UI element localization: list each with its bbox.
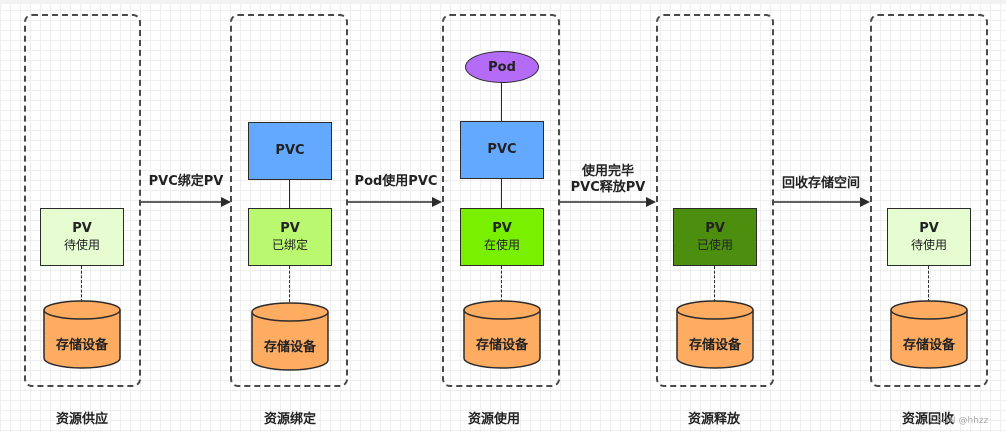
connector-line bbox=[928, 266, 929, 302]
arrow-bind bbox=[141, 197, 231, 207]
stage-reclaim-panel bbox=[870, 14, 988, 387]
connector-line bbox=[714, 266, 715, 302]
pv-status: 已绑定 bbox=[271, 238, 308, 252]
arrow-label-release-line1: 使用完毕 bbox=[581, 164, 634, 179]
pv-label: PV bbox=[72, 221, 92, 236]
arrow-release bbox=[560, 197, 656, 207]
connector-line bbox=[501, 266, 502, 302]
storage-device-cylinder: 存储设备 bbox=[43, 300, 121, 370]
pv-status: 已使用 bbox=[696, 238, 733, 252]
connector-line bbox=[501, 83, 502, 121]
connector-line bbox=[81, 266, 82, 302]
arrow-use bbox=[348, 197, 442, 207]
arrow-label-reclaim: 回收存储空间 bbox=[781, 176, 860, 191]
pvc-label: PVC bbox=[487, 142, 517, 157]
pv-box-pending: PV 待使用 bbox=[887, 208, 971, 266]
pv-label: PV bbox=[492, 221, 512, 236]
pv-box-in-use: PV 在使用 bbox=[460, 208, 544, 266]
pv-status: 在使用 bbox=[483, 238, 520, 252]
stage-title-release: 资源释放 bbox=[687, 412, 740, 427]
pv-box-pending: PV 待使用 bbox=[40, 208, 124, 266]
pvc-box: PVC bbox=[460, 121, 544, 179]
pod-ellipse: Pod bbox=[465, 51, 539, 83]
pv-status: 待使用 bbox=[910, 238, 947, 252]
arrow-label-release-line2: PVC释放PV bbox=[570, 180, 646, 195]
pv-box-used: PV 已使用 bbox=[673, 208, 757, 266]
storage-label: 存储设备 bbox=[902, 338, 955, 353]
stage-release-panel bbox=[656, 14, 774, 387]
arrow-label-bind: PVC绑定PV bbox=[148, 174, 224, 189]
arrow-label-release: 使用完毕 PVC释放PV bbox=[562, 164, 654, 196]
storage-label: 存储设备 bbox=[263, 340, 316, 355]
storage-label: 存储设备 bbox=[475, 338, 528, 353]
stage-title-use: 资源使用 bbox=[467, 412, 520, 427]
watermark: CSDN @hhzz bbox=[930, 416, 989, 426]
arrow-label-use: Pod使用PVC bbox=[354, 174, 438, 189]
storage-label: 存储设备 bbox=[55, 338, 108, 353]
storage-device-cylinder: 存储设备 bbox=[890, 300, 968, 370]
stage-title-reclaim: 资源回收 bbox=[901, 412, 954, 427]
storage-label: 存储设备 bbox=[688, 338, 741, 353]
stage-bind-panel bbox=[230, 14, 348, 387]
pvc-label: PVC bbox=[275, 143, 305, 158]
connector-line bbox=[289, 266, 290, 302]
stage-title-provision: 资源供应 bbox=[55, 412, 108, 427]
storage-device-cylinder: 存储设备 bbox=[251, 302, 329, 372]
stage-title-bind: 资源绑定 bbox=[263, 412, 316, 427]
pv-label: PV bbox=[919, 221, 939, 236]
connector-line bbox=[501, 179, 502, 208]
pv-label: PV bbox=[705, 221, 725, 236]
pv-box-bound: PV 已绑定 bbox=[248, 208, 332, 266]
arrow-reclaim bbox=[774, 197, 870, 207]
storage-device-cylinder: 存储设备 bbox=[676, 300, 754, 370]
stage-provision-panel bbox=[24, 14, 141, 387]
pod-label: Pod bbox=[488, 59, 516, 75]
stage-use-panel bbox=[442, 14, 560, 387]
storage-device-cylinder: 存储设备 bbox=[463, 300, 541, 370]
pv-status: 待使用 bbox=[63, 238, 100, 252]
pv-label: PV bbox=[280, 221, 300, 236]
pvc-box: PVC bbox=[248, 122, 332, 180]
connector-line bbox=[289, 180, 290, 208]
